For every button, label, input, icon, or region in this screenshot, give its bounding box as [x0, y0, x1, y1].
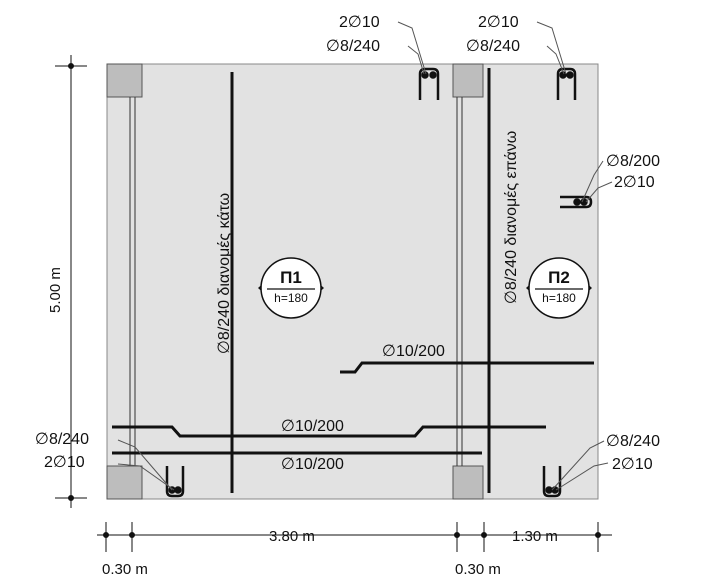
label-top-right-bars: 2∅10 — [478, 14, 519, 31]
dimension-column-mid: 0.30 m — [455, 561, 501, 578]
label-slab2-distribution: ∅8/240 διανομές επάνω — [503, 131, 520, 304]
slab-1-marker: Π1 h=180 — [258, 257, 324, 319]
label-top-left-bars: 2∅10 — [339, 14, 380, 31]
label-bottom-right-stirrups: ∅8/240 — [606, 433, 660, 450]
label-bottom-left-stirrups: ∅8/240 — [35, 431, 89, 448]
slab-1-thickness: h=180 — [274, 291, 308, 305]
slab-1-name: Π1 — [280, 268, 302, 287]
column-bottom-mid — [452, 465, 484, 500]
dimension-span-2: 1.30 m — [512, 528, 558, 545]
label-top-right-stirrups: ∅8/240 — [466, 38, 520, 55]
slab-outline — [106, 63, 599, 500]
dimension-horizontal — [97, 522, 612, 552]
stirrup-top-left — [418, 67, 440, 100]
label-upper-main: ∅10/200 — [382, 343, 445, 360]
slab-2-marker: Π2 h=180 — [526, 257, 592, 319]
label-top-left-stirrups: ∅8/240 — [326, 38, 380, 55]
slab-2-name: Π2 — [548, 268, 570, 287]
stirrup-bottom-left — [165, 466, 185, 498]
column-top-left — [106, 63, 143, 98]
dimension-height-total: 5.00 m — [47, 267, 64, 313]
label-bottom-left-bars: 2∅10 — [44, 454, 85, 471]
slab-2-thickness: h=180 — [542, 291, 576, 305]
dimension-vertical — [55, 55, 87, 508]
label-middle-main: ∅10/200 — [281, 418, 344, 435]
label-bottom-right-bars: 2∅10 — [612, 456, 653, 473]
leader-lines — [117, 21, 613, 491]
middle-main-bar — [112, 425, 546, 438]
label-slab1-distribution: ∅8/240 διανομές κάτω — [216, 193, 233, 354]
dimension-column-left: 0.30 m — [102, 561, 148, 578]
dimension-span-1: 3.80 m — [269, 528, 315, 545]
stirrup-top-right — [556, 67, 577, 100]
column-bottom-left — [106, 465, 143, 500]
label-right-mid-bars: 2∅10 — [614, 174, 655, 191]
label-lower-main: ∅10/200 — [281, 456, 344, 473]
label-right-mid-stirrups: ∅8/200 — [606, 153, 660, 170]
column-top-mid — [452, 63, 484, 98]
upper-main-bar — [340, 361, 594, 374]
